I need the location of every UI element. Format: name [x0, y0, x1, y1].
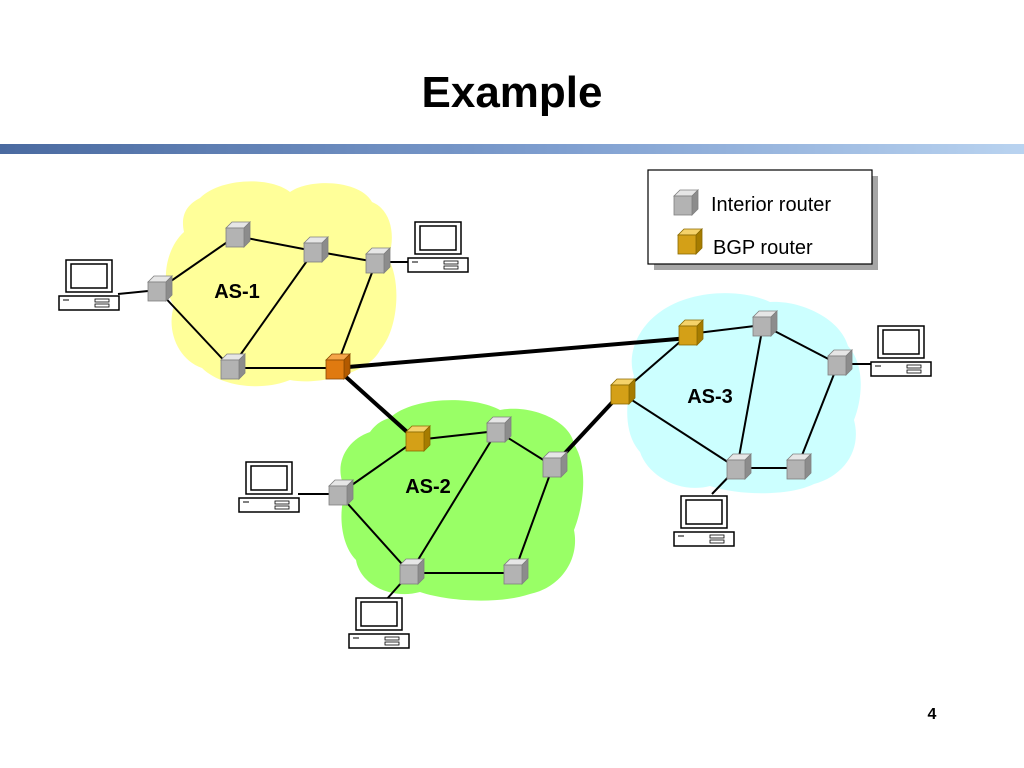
bgp-router-legend-icon: [677, 228, 703, 255]
bgp-router-icon: [325, 353, 351, 380]
router-icon: [503, 558, 529, 585]
router-icon: [303, 236, 329, 263]
legend-interior-router-label: Interior router: [711, 194, 831, 216]
router-icon: [399, 558, 425, 585]
router-icon: [225, 221, 251, 248]
as1-cloud: [165, 181, 397, 387]
router-icon: [827, 349, 853, 376]
desktop-computer-icon: [238, 461, 300, 513]
router-icon: [328, 479, 354, 506]
bgp-router-icon: [610, 378, 636, 405]
router-icon: [786, 453, 812, 480]
bgp-router-icon: [678, 319, 704, 346]
desktop-computer-icon: [348, 597, 410, 649]
legend: Interior router BGP router: [647, 169, 878, 270]
router-icon: [726, 453, 752, 480]
router-icon: [365, 247, 391, 274]
legend-bgp-router-label: BGP router: [713, 237, 813, 259]
router-icon: [542, 451, 568, 478]
router-icon: [486, 416, 512, 443]
desktop-computer-icon: [407, 221, 469, 273]
desktop-computer-icon: [58, 259, 120, 311]
as2-cloud: [340, 400, 584, 601]
title-divider-bar: [0, 144, 1024, 154]
desktop-computer-icon: [870, 325, 932, 377]
interior-router-legend-icon: [673, 189, 699, 216]
page-number: 4: [927, 706, 937, 723]
bgp-router-icon: [405, 425, 431, 452]
as3-label: AS-3: [687, 386, 733, 408]
router-icon: [752, 310, 778, 337]
desktop-computer-icon: [673, 495, 735, 547]
router-icon: [147, 275, 173, 302]
slide-title: Example: [421, 68, 603, 117]
as1-label: AS-1: [214, 281, 260, 303]
router-icon: [220, 353, 246, 380]
as2-label: AS-2: [405, 476, 451, 498]
